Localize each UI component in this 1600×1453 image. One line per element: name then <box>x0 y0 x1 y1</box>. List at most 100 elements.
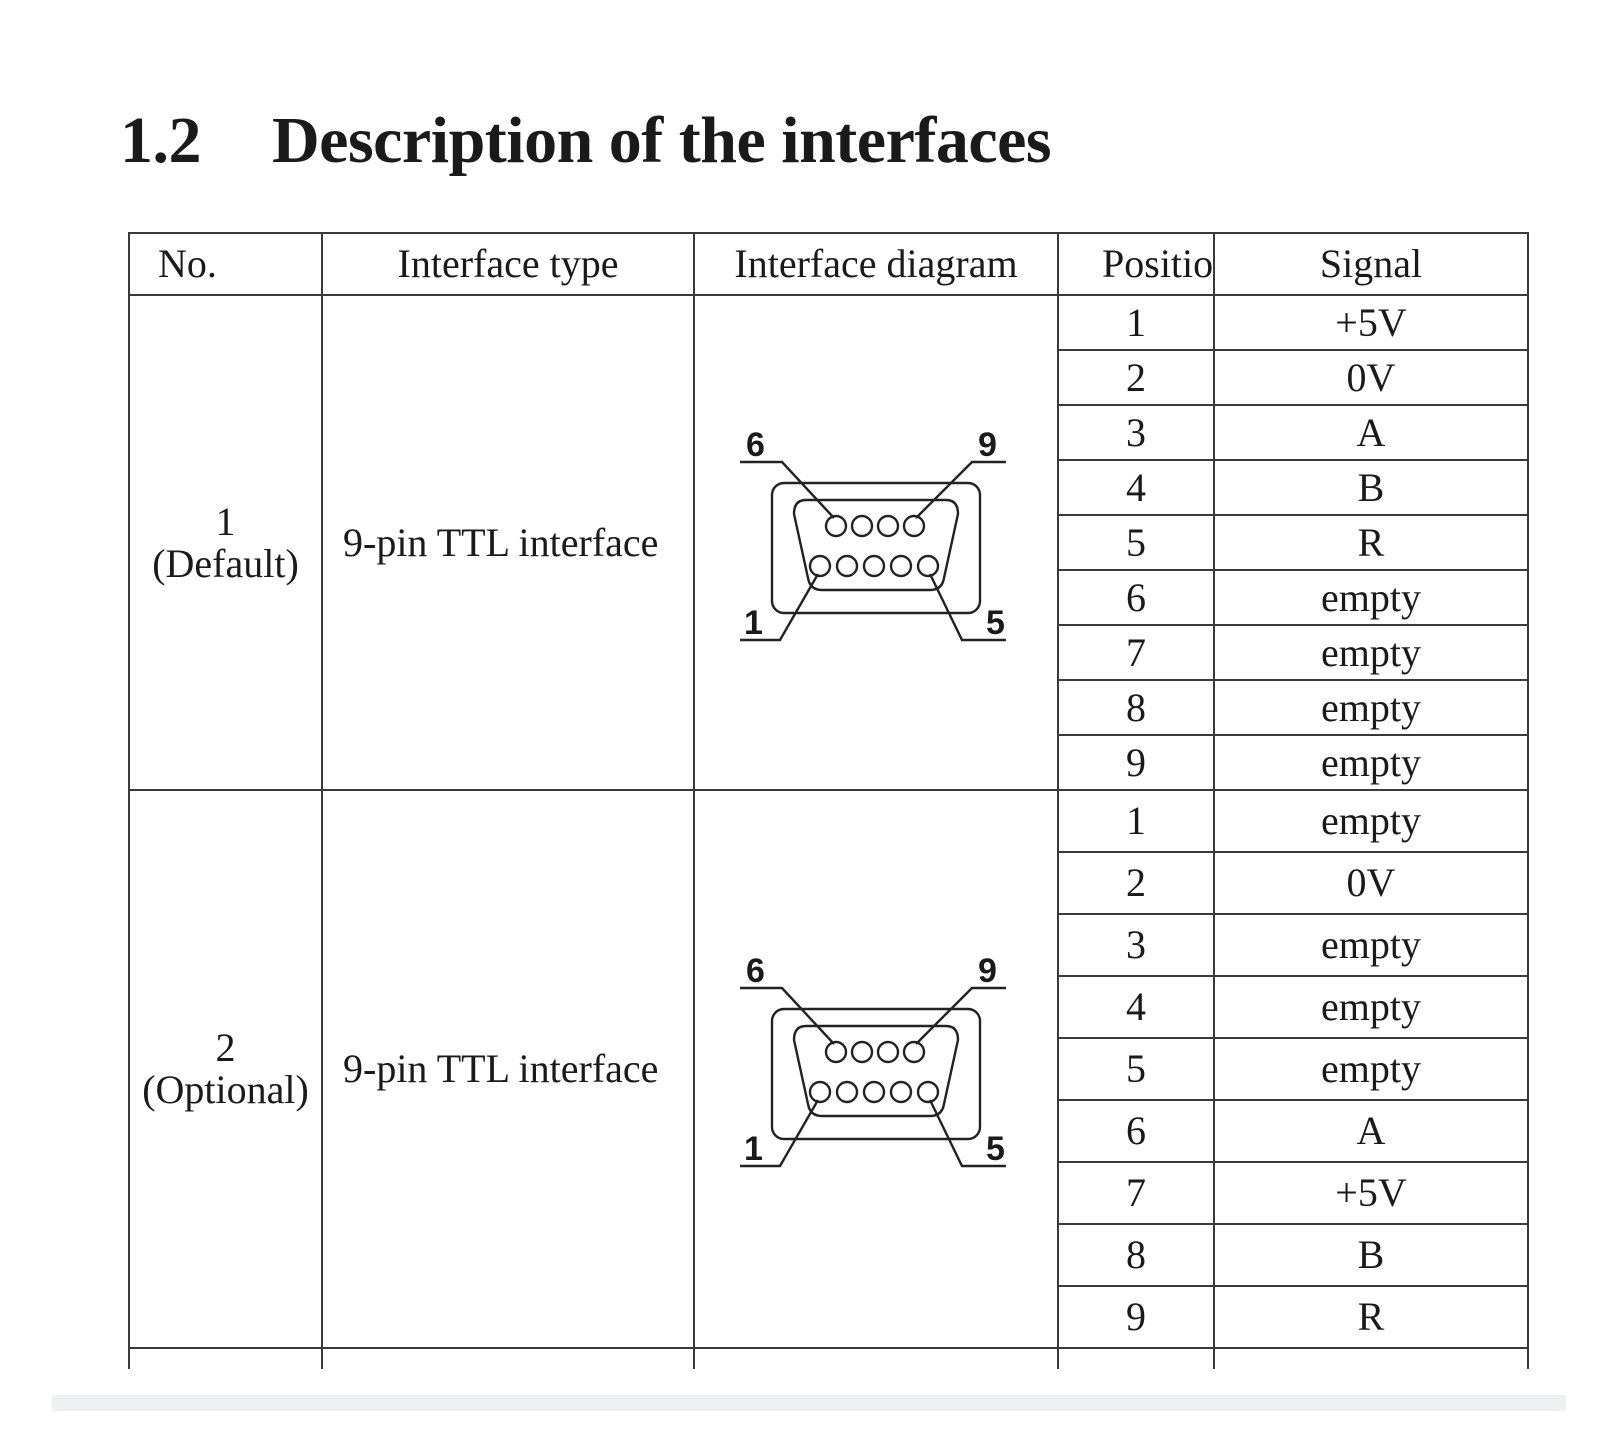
page-bottom-margin <box>0 1411 1600 1453</box>
pin-7 <box>850 1040 874 1064</box>
pin-5 <box>916 1080 940 1104</box>
table-row: 6 empty <box>129 569 1529 626</box>
interface-type-cell: 9-pin TTL interface <box>321 789 695 1349</box>
signal-cell: A <box>1213 404 1529 461</box>
signal-cell: R <box>1213 1285 1529 1349</box>
position-cell: 7 <box>1057 624 1215 681</box>
pin-2 <box>835 554 859 577</box>
signal-cell: empty <box>1213 734 1529 791</box>
page-edge-shadow <box>52 1395 1566 1411</box>
table-row: 5 empty <box>129 1037 1529 1101</box>
signal-cell: +5V <box>1213 1161 1529 1225</box>
table-row: 7 empty <box>129 624 1529 681</box>
pin-3 <box>862 1080 886 1104</box>
table-row: 1 (Default) 9-pin TTL interface <box>128 294 1529 791</box>
table-row-cut-off <box>128 1347 1529 1369</box>
position-cell: 6 <box>1057 1099 1215 1163</box>
diagram-label-6: 6 <box>746 428 765 464</box>
table-row: 7 +5V <box>129 1161 1529 1225</box>
leader-line-9 <box>915 460 1006 519</box>
position-cell: 3 <box>1057 404 1215 461</box>
position-cell: 1 <box>1057 789 1215 853</box>
db9-connector-diagram: 6 9 1 5 <box>740 428 1006 642</box>
leader-line-1 <box>740 572 820 641</box>
section-number: 1.2 <box>120 104 202 177</box>
signal-cell: B <box>1213 459 1529 516</box>
signal-cell: empty <box>1213 1037 1529 1101</box>
position-cell: 3 <box>1057 913 1215 977</box>
position-cell: 5 <box>1057 1037 1215 1101</box>
header-interface-diagram: Interface diagram <box>693 232 1059 296</box>
pin-9 <box>902 1040 926 1064</box>
pin-9 <box>902 514 926 537</box>
position-cell: 8 <box>1057 1223 1215 1287</box>
diagram-label-6: 6 <box>746 954 765 990</box>
connector-shell-inner <box>792 1024 960 1118</box>
position-cell: 9 <box>1057 734 1215 791</box>
interface-type-cell: 9-pin TTL interface <box>321 294 695 791</box>
table-row: 8 B <box>129 1223 1529 1287</box>
pin-6 <box>824 514 848 537</box>
table-row: 9 R <box>129 1285 1529 1349</box>
table-row: 4 empty <box>129 975 1529 1039</box>
diagram-label-5: 5 <box>986 1130 1005 1168</box>
connector-shell-inner <box>792 498 960 591</box>
interface-number-cell: 1 (Default) <box>128 294 323 791</box>
interface-number-cell: 2 (Optional) <box>128 789 323 1349</box>
position-cell: 1 <box>1057 294 1215 351</box>
signal-cell: R <box>1213 514 1529 571</box>
connector-shell-outer <box>770 481 982 614</box>
interface-number: 1 <box>215 498 236 544</box>
position-cell: 7 <box>1057 1161 1215 1225</box>
interface-variant: (Default) <box>152 540 299 586</box>
leader-line-5 <box>928 572 1006 641</box>
leader-line-9 <box>915 986 1006 1045</box>
diagram-label-1: 1 <box>744 604 763 642</box>
signal-cell: empty <box>1213 569 1529 626</box>
table-row: 9 empty <box>129 734 1529 791</box>
signal-cell: +5V <box>1213 294 1529 351</box>
table-row: 2 0V <box>129 851 1529 915</box>
signal-cell: B <box>1213 1223 1529 1287</box>
table-row: 3 empty <box>129 913 1529 977</box>
position-cell: 6 <box>1057 569 1215 626</box>
diagram-label-1: 1 <box>744 1130 763 1168</box>
diagram-label-9: 9 <box>978 954 997 990</box>
diagram-label-9: 9 <box>978 428 997 464</box>
signal-cell: 0V <box>1213 851 1529 915</box>
interface-variant: (Optional) <box>142 1067 309 1112</box>
interface-diagram-cell: 6 9 1 5 <box>693 294 1059 791</box>
pin-1 <box>808 554 832 577</box>
signal-cell: empty <box>1213 913 1529 977</box>
section-title: Description of the interfaces <box>272 104 1052 177</box>
db9-connector-diagram: 6 9 1 5 <box>740 954 1006 1168</box>
interface-number: 2 <box>215 1025 236 1070</box>
header-position: Positio <box>1057 232 1215 296</box>
position-cell: 4 <box>1057 459 1215 516</box>
position-cell: 5 <box>1057 514 1215 571</box>
leader-line-6 <box>740 460 835 519</box>
table-row: 6 A <box>129 1099 1529 1163</box>
signal-cell: empty <box>1213 975 1529 1039</box>
diagram-label-5: 5 <box>986 604 1005 642</box>
table-row: 2 (Optional) 9-pin TTL interface <box>128 789 1529 1349</box>
position-cell: 4 <box>1057 975 1215 1039</box>
position-cell: 8 <box>1057 679 1215 736</box>
table-row: 4 B <box>129 459 1529 516</box>
signal-cell: empty <box>1213 624 1529 681</box>
pin-3 <box>862 554 886 577</box>
pin-7 <box>850 514 874 537</box>
interface-table: No. Interface type Interface diagram Pos… <box>128 232 1529 1369</box>
pin-4 <box>889 1080 913 1104</box>
position-cell: 2 <box>1057 349 1215 406</box>
pin-1 <box>808 1080 832 1104</box>
position-cell: 9 <box>1057 1285 1215 1349</box>
table-row: 5 R <box>129 514 1529 571</box>
table-row: 2 0V <box>129 349 1529 406</box>
table-row: 8 empty <box>129 679 1529 736</box>
position-cell: 2 <box>1057 851 1215 915</box>
table-row: 3 A <box>129 404 1529 461</box>
leader-line-6 <box>740 986 835 1045</box>
section-heading: 1.2 Description of the interfaces <box>120 104 1052 177</box>
pin-8 <box>876 1040 900 1064</box>
